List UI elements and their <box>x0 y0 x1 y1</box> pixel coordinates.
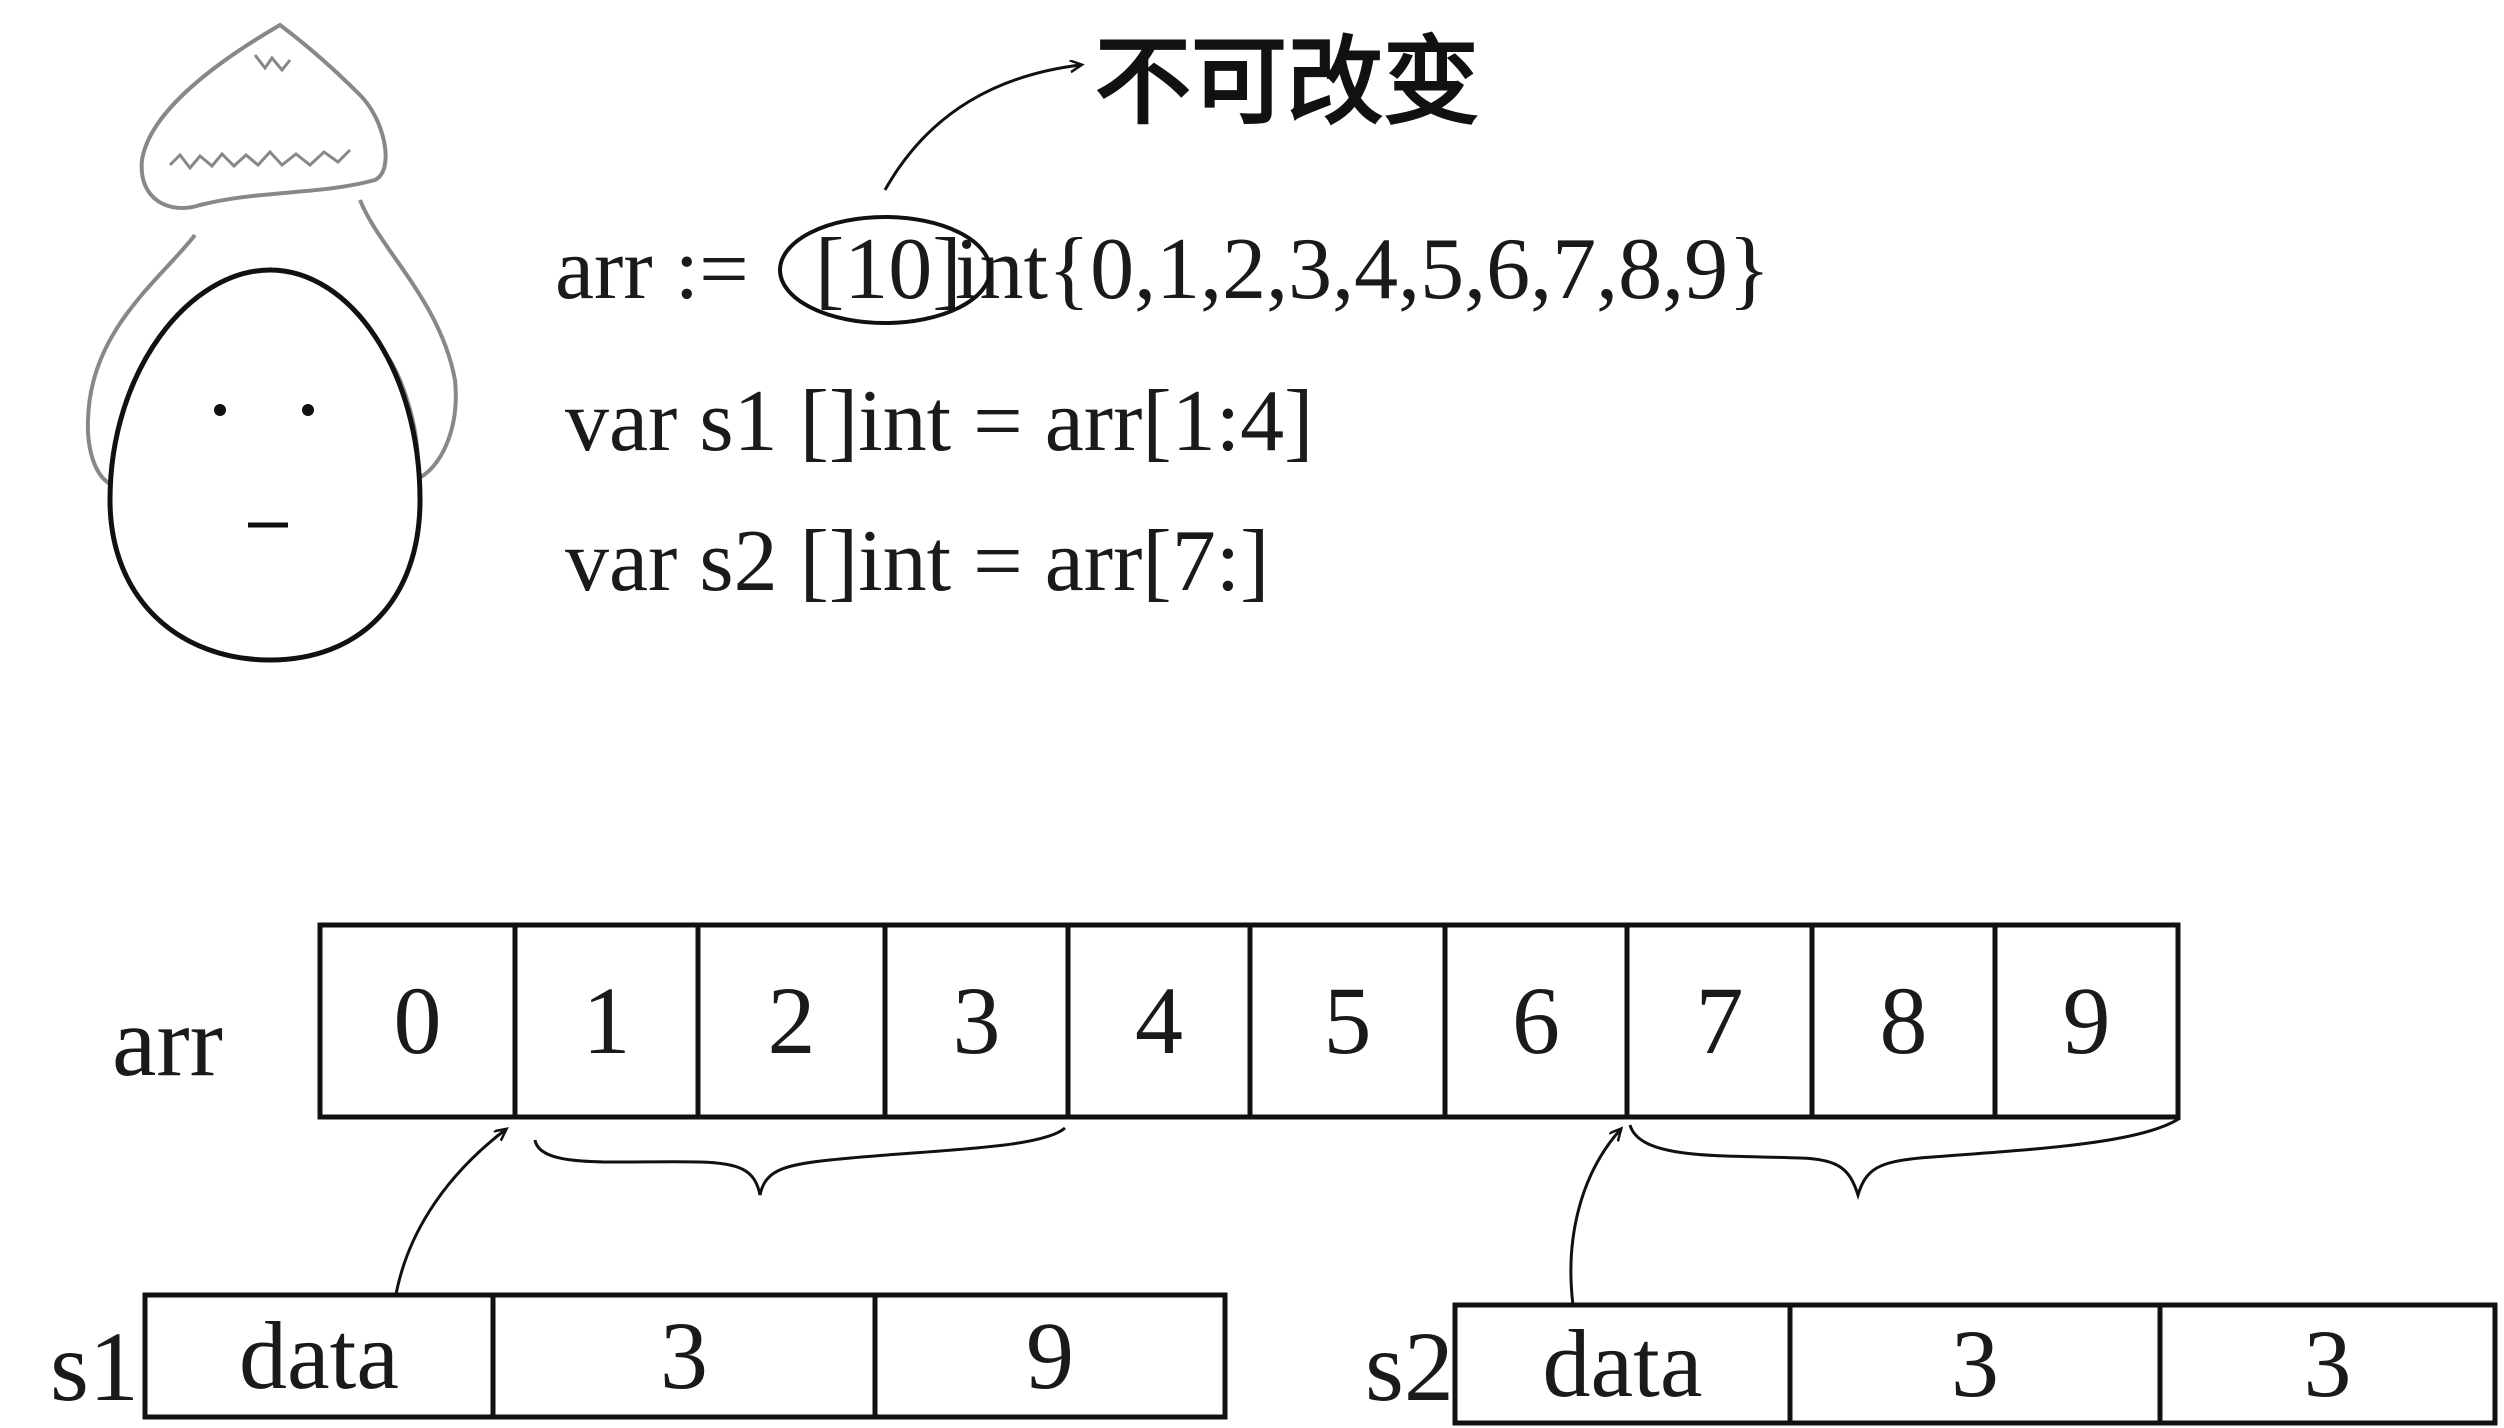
s1-field-0: data <box>239 1302 399 1409</box>
array-cell-1: 1 <box>583 967 631 1074</box>
s2-field-1: 3 <box>1951 1310 1999 1417</box>
s1-header: data 3 9 <box>142 1292 1228 1420</box>
s1-field-1-box <box>490 1292 878 1420</box>
s2-header: data 3 3 <box>1452 1302 2498 1426</box>
array-cell-9: 9 <box>2063 967 2111 1074</box>
annotation-arrow <box>883 65 1080 191</box>
s1-data-pointer-arrow <box>393 1130 505 1301</box>
cartoon-character <box>85 22 458 663</box>
array-cell-2: 2 <box>768 967 816 1074</box>
s2-field-0: data <box>1543 1310 1703 1417</box>
array-cell-4: 4 <box>1135 967 1183 1074</box>
s2-field-1-box <box>1787 1302 2163 1426</box>
s2-range-brace <box>1628 1116 2181 1201</box>
character-face <box>107 267 423 663</box>
array-cell-0: 0 <box>394 967 442 1074</box>
s2-label: s2 <box>1365 1311 1454 1422</box>
s1-field-2: 9 <box>1026 1302 1074 1409</box>
annotation-note: 不可改变 <box>1095 25 1479 138</box>
code-line-2: var s1 []int = arr[1:4] <box>565 373 1313 470</box>
character-hair <box>139 22 388 210</box>
code-line-3: var s2 []int = arr[7:] <box>565 513 1269 610</box>
s1-field-1: 3 <box>660 1302 708 1409</box>
array-cell-0-box <box>317 922 518 1120</box>
array-cells: 0 1 2 3 4 5 6 7 8 9 <box>317 922 2181 1120</box>
array-cell-1-box <box>512 922 701 1120</box>
s1-label: s1 <box>50 1311 139 1422</box>
array-cell-8: 8 <box>1880 967 1928 1074</box>
s1-field-2-box <box>872 1292 1228 1420</box>
code-line-1: arr := [10] int{0,1,2,3,4,5,6,7,8,9} <box>555 221 1770 318</box>
character-hair-texture <box>168 54 352 171</box>
s2-field-0-box <box>1452 1302 1793 1426</box>
array-cell-9-box <box>1992 922 2181 1120</box>
array-cell-7: 7 <box>1696 967 1744 1074</box>
character-right-eye <box>302 404 314 416</box>
s2-field-2: 3 <box>2304 1310 2352 1417</box>
array-cell-6: 6 <box>1512 967 1560 1074</box>
character-left-eye <box>214 404 226 416</box>
size-highlight-ellipse <box>778 215 992 325</box>
code-line-1-prefix: arr := <box>555 221 749 318</box>
s2-data-pointer-arrow <box>1569 1130 1620 1306</box>
array-cell-8-box <box>1809 922 1998 1120</box>
code-line-1-suffix: int{0,1,2,3,4,5,6,7,8,9} <box>955 221 1770 318</box>
array-cell-7-box <box>1624 922 1815 1120</box>
s1-range-brace <box>533 1126 1066 1196</box>
array-cell-3: 3 <box>953 967 1001 1074</box>
code-block: arr := [10] int{0,1,2,3,4,5,6,7,8,9} var… <box>555 215 1770 610</box>
s2-field-2-box <box>2157 1302 2498 1426</box>
code-line-1-size: [10] <box>815 221 962 318</box>
array-cell-5: 5 <box>1324 967 1372 1074</box>
array-label: arr <box>112 986 223 1097</box>
